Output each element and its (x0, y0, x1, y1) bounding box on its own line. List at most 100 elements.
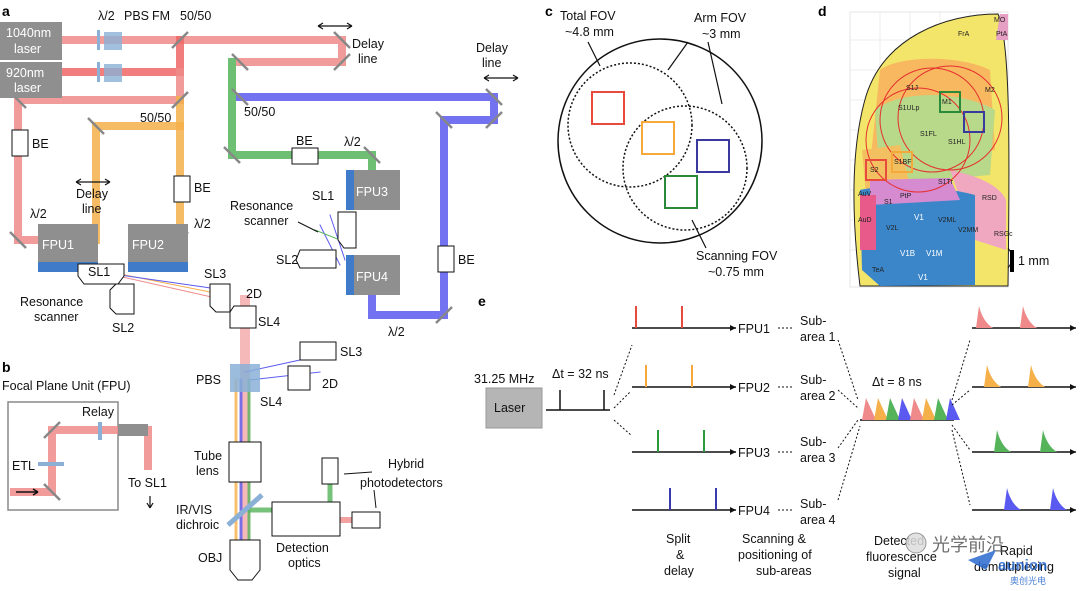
sl2-lens-a (109, 283, 135, 315)
waveplate-icon-2 (97, 62, 100, 82)
region-label: RSGc (994, 231, 1013, 238)
fpu2-box: FPU2 (128, 224, 188, 272)
sl1-lens-b (337, 211, 357, 249)
sl3-label-a: SL3 (204, 267, 226, 281)
total-fov-value: ~4.8 mm (565, 25, 614, 39)
half-wave-label-fpu3: λ/2 (344, 135, 361, 149)
laser-box (485, 387, 543, 429)
arm-fov-circle-1 (567, 62, 693, 188)
fpu3-box: FPU3 (346, 170, 400, 210)
arm-fov-circle-2 (622, 105, 748, 231)
laser-1040-label-2: laser (14, 42, 41, 56)
scale-bar-label: 1 mm (1018, 254, 1049, 268)
laser-920-box (0, 62, 62, 98)
objective-lens (229, 539, 261, 581)
split-arrows (613, 344, 633, 437)
hybrid-label-2: photodetectors (360, 476, 443, 490)
pointer-arrow-icon (297, 221, 319, 233)
rapid-caption: Rapid (1000, 544, 1033, 558)
splitter-label: 50/50 (180, 9, 211, 23)
dichroic-label-2: dichroic (176, 518, 219, 532)
beam-expander-3 (291, 147, 319, 165)
split-caption-3: delay (664, 564, 695, 578)
fpu2-timeline-label: FPU2 (738, 381, 770, 395)
delay-line-2-label: Delay (76, 187, 109, 201)
sub-area-4-label-2: area 4 (800, 513, 835, 527)
sub-area-1-label: Sub- (800, 314, 826, 328)
half-wave-label-fpu1: λ/2 (30, 207, 47, 221)
brain-atlas (849, 11, 1014, 288)
laser-920-label-2: laser (14, 81, 41, 95)
detection-optics-label: Detection (276, 541, 329, 555)
fpu-mirror-1 (43, 483, 61, 501)
waveplate-icon (97, 30, 100, 50)
scanning-caption: Scanning & (742, 532, 807, 546)
demux-outputs (972, 306, 1076, 513)
region-label: S2 (870, 167, 879, 174)
sl1-label-b: SL1 (312, 189, 334, 203)
output-arrow-icon (146, 496, 154, 509)
region-label: PtA (996, 31, 1008, 38)
sub-area-2-label: Sub- (800, 373, 826, 387)
ir-vis-dichroic (226, 493, 264, 527)
detection-optics-label-2: optics (288, 556, 321, 570)
arm-fov-label: Arm FOV (694, 11, 747, 25)
tube-lens (228, 441, 262, 483)
hybrid-label: Hybrid (388, 457, 424, 471)
region-label: S1J (906, 85, 918, 92)
delay-line-3-label: Delay (476, 41, 509, 55)
resonance-scanner-label-a-2: scanner (34, 310, 78, 324)
pbs-main-label: PBS (196, 373, 221, 387)
panel-label-a: a (2, 3, 10, 19)
sl4-lens-a (229, 305, 257, 329)
input-arrow-icon (16, 488, 39, 496)
be-label-2: BE (194, 181, 211, 195)
split-caption-2: & (676, 548, 685, 562)
panel-label-d: d (818, 3, 827, 19)
pbs-cube-top (104, 32, 122, 50)
region-label: S1FL (920, 131, 937, 138)
watermark-brand: aunion (998, 557, 1047, 574)
total-fov-circle (557, 38, 763, 244)
fpu-mirror-2 (43, 421, 61, 439)
sl2-label-a: SL2 (112, 321, 134, 335)
region-label: S1Tr (938, 179, 954, 186)
dichroic-label: IR/VIS (176, 503, 212, 517)
etl-lens-icon (38, 462, 64, 466)
region-label: V1 (918, 273, 928, 282)
delay-arrow-icon (317, 22, 353, 30)
delay-arrow-icon-2 (75, 178, 111, 186)
pbs-label: PBS (124, 9, 149, 23)
watermark-cn: 光学前沿 (932, 535, 1004, 556)
be-label-1: BE (32, 137, 49, 151)
sl4-lens-b (287, 365, 311, 391)
pbs-combiner (230, 364, 260, 392)
region-label: V1B (900, 249, 915, 258)
resonance-scanner-label-b-2: scanner (244, 214, 288, 228)
fpu1-timeline-label: FPU1 (738, 322, 770, 336)
scanning-fov-value: ~0.75 mm (708, 265, 764, 279)
region-label: S1BF (894, 159, 912, 166)
tube-lens-label-2: lens (196, 464, 219, 478)
fpu4-timeline-label: FPU4 (738, 504, 770, 518)
region-label: S1 (884, 199, 893, 206)
laser-1040-label: 1040nm (6, 26, 51, 40)
sub-area-3-label-2: area 3 (800, 451, 835, 465)
region-label: V2L (886, 225, 899, 232)
etl-label: ETL (12, 459, 35, 473)
sl2-label-b: SL2 (276, 253, 298, 267)
demux-arrows (951, 339, 971, 506)
region-label: V1M (926, 249, 943, 258)
sub-area-3-square (696, 139, 730, 173)
region-label: V2MM (958, 227, 978, 234)
arm-fov-value: ~3 mm (702, 27, 741, 41)
sl3-lens-b (299, 341, 337, 361)
delay-line-3-label-2: line (482, 56, 502, 70)
pbs-cube-bottom (104, 64, 122, 82)
fpu-box-outline (7, 401, 119, 511)
delay-line-1-label-2: line (358, 52, 378, 66)
delay-line-1-label: Delay (352, 37, 385, 51)
sub-area-1-square (591, 91, 625, 125)
fpu2-label: FPU2 (132, 238, 164, 252)
